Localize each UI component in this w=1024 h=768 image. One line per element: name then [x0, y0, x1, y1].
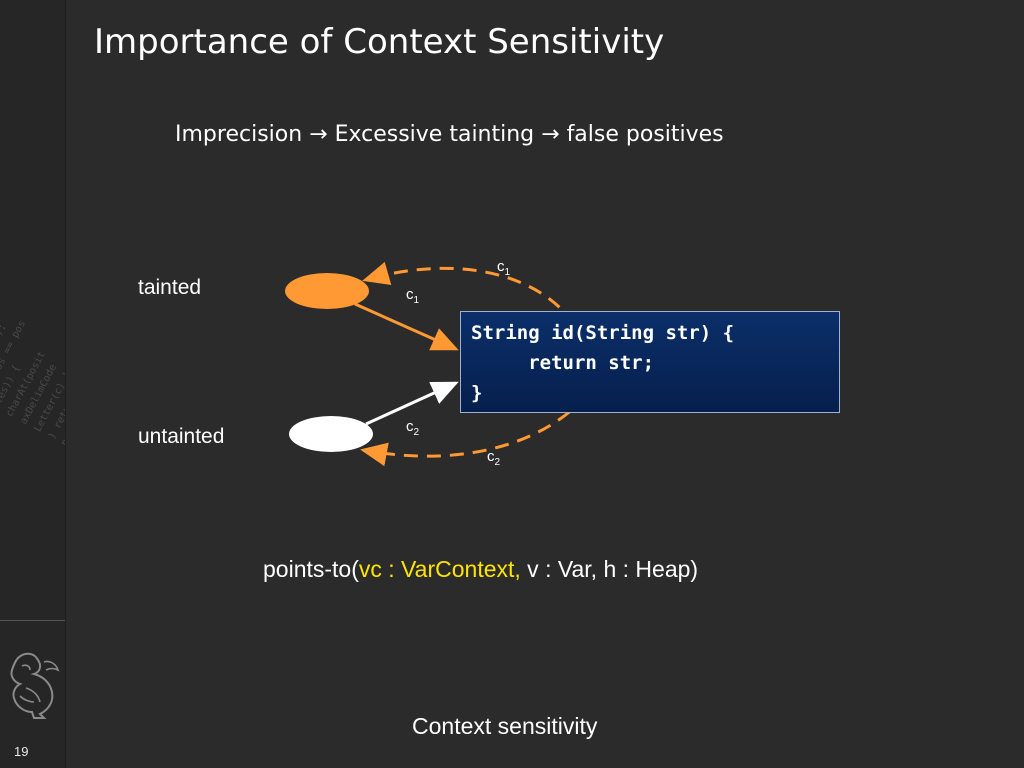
context-label-top-call: c1	[406, 286, 420, 306]
slide-subtitle: Imprecision → Excessive tainting → false…	[175, 122, 724, 147]
context-parameter-highlight: vc : VarContext,	[358, 556, 521, 582]
sidebar: iter ) ; iters.index( i) && isDelim char…	[0, 0, 66, 768]
slide-number: 19	[14, 744, 29, 759]
slide-title: Importance of Context Sensitivity	[94, 22, 665, 62]
tainted-node	[285, 273, 369, 309]
untainted-node	[289, 416, 373, 452]
code-line: String id(String str) {	[471, 322, 735, 344]
footer-caption: Context sensitivity	[412, 713, 598, 739]
code-line: return str;	[471, 352, 655, 374]
points-to-formula: points-to(vc : VarContext, v : Var, h : …	[263, 556, 699, 582]
griffin-logo-icon	[10, 652, 60, 719]
call-edge-c1	[354, 302, 459, 351]
tainted-label: tainted	[138, 276, 202, 299]
sidebar-divider	[0, 620, 65, 621]
code-line: }	[471, 382, 483, 404]
context-label-bottom-call: c2	[406, 418, 420, 438]
untainted-label: untainted	[138, 425, 225, 448]
context-label-top-return: c1	[497, 258, 511, 278]
code-box: String id(String str) { return str;}	[460, 311, 840, 413]
call-edge-c2	[365, 381, 459, 426]
context-label-bottom-return: c2	[487, 448, 501, 468]
